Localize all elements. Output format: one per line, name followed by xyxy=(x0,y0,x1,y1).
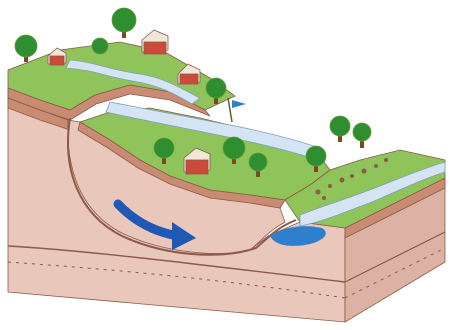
house-top-left xyxy=(142,30,168,54)
tree-valley-3 xyxy=(353,123,371,148)
marker-pole xyxy=(228,98,246,122)
tree-bush xyxy=(92,38,108,54)
tree-top-left xyxy=(15,35,37,62)
tree-top-center xyxy=(112,8,136,38)
tree-valley-2 xyxy=(330,116,350,142)
